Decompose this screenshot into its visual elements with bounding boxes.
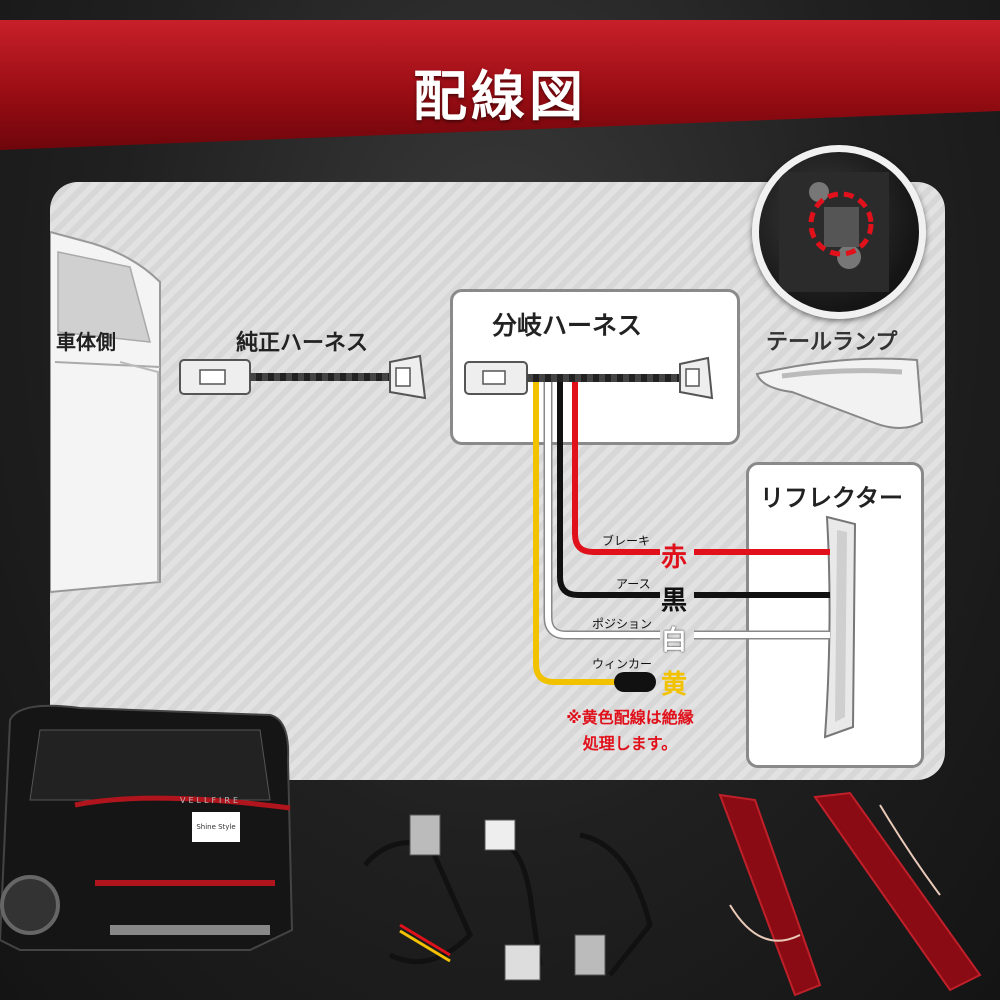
wire-0: [572, 382, 660, 555]
car-model-emblem: VELLFIRE: [180, 796, 242, 805]
note-line: 処理します。: [582, 733, 678, 753]
dealer-badge: Shine Style: [192, 812, 240, 842]
wire-2: [545, 382, 660, 638]
wire-color-name: 赤: [660, 543, 687, 573]
vehicle-rear-photo: [0, 704, 294, 951]
wire-3: [533, 382, 620, 685]
tail-lamp-label: テールランプ: [766, 330, 898, 355]
insulation-note: ※黄色配線は絶縁 処理します。: [520, 705, 740, 756]
reflector-product-photo: [718, 791, 982, 997]
wire-function-label: ブレーキ: [602, 534, 651, 548]
oem-harness: [179, 354, 427, 400]
harness-product-photo: [363, 814, 653, 981]
wire-function-label: アース: [616, 577, 651, 591]
reflector-label: リフレクター: [760, 484, 904, 512]
page-title: 配線図: [413, 65, 587, 128]
wire-1: [557, 382, 660, 598]
wire-color-name: 白: [660, 626, 687, 656]
tail-lamp-connector-photo: [752, 145, 926, 319]
insulation-cap: [614, 672, 656, 692]
note-line: ※黄色配線は絶縁: [566, 708, 694, 727]
tail-lamp-image: [755, 357, 924, 429]
vehicle-side-label: 車体側: [56, 330, 116, 354]
branch-harness-label: 分岐ハーネス: [492, 311, 643, 340]
oem-harness-label: 純正ハーネス: [236, 331, 369, 356]
wire-color-name: 黄: [660, 670, 687, 700]
wire-function-label: ウィンカー: [592, 657, 653, 671]
wire-color-name: 黒: [660, 586, 687, 616]
wire-function-label: ポジション: [592, 617, 653, 631]
vehicle-outline: [50, 230, 161, 594]
